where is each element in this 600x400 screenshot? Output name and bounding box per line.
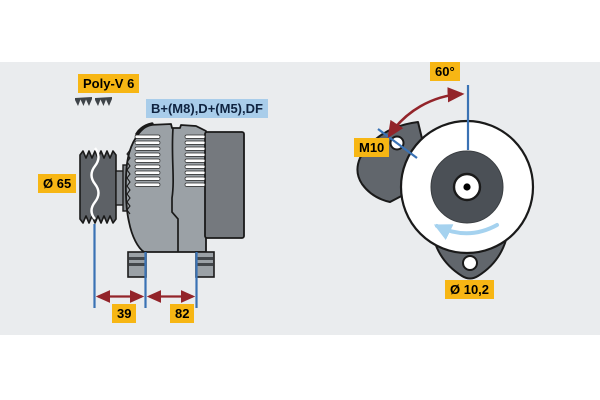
thread-size-label: M10: [354, 138, 390, 157]
belt-profile-icon: [95, 97, 112, 106]
rear-cover: [204, 131, 245, 239]
bottom-mounting-hole: [462, 255, 478, 271]
belt-type-label: Poly-V 6: [78, 74, 140, 93]
front-housing-serration: [126, 149, 131, 215]
dimension-82-label: 82: [170, 304, 195, 323]
terminals-label: B+(M8),D+(M5),DF: [146, 99, 268, 118]
housing-top-cap: [135, 122, 154, 136]
front-view-drawing: [356, 85, 535, 280]
cooling-fins-left: [134, 134, 161, 187]
mounting-foot-right: [195, 251, 215, 278]
mounting-foot-left: [127, 251, 147, 278]
pulley-diameter-label: Ø 65: [38, 174, 77, 193]
angle-reference-line-lug: [377, 128, 418, 159]
side-view-drawing: [79, 122, 245, 308]
cooling-fins-right: [184, 134, 206, 187]
rotation-arrow-icon: [433, 223, 499, 241]
pulley-break-line: [90, 147, 100, 220]
angle-arc-icon: [387, 87, 465, 139]
dimension-lines: [93, 224, 198, 308]
dimension-39-label: 39: [112, 304, 137, 323]
belt-profile-icon: [75, 97, 92, 106]
mounting-hole-diameter-label: Ø 10,2: [445, 280, 495, 299]
shaft-center-dot: [463, 183, 471, 191]
belt-profile-icons: [75, 97, 112, 106]
mounting-angle-label: 60°: [430, 62, 460, 81]
housing-seam: [171, 127, 179, 252]
